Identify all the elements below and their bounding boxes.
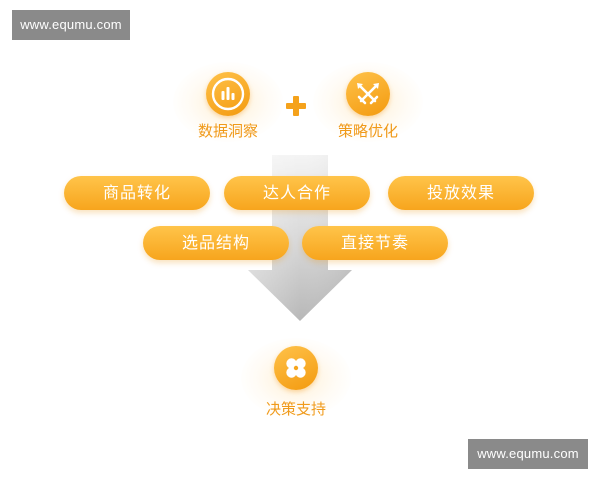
factor-pill-ad-performance: 投放效果 <box>388 176 534 210</box>
plus-icon <box>286 96 306 116</box>
strategy-optimization-label: 策略优化 <box>337 122 398 140</box>
factor-pill-product-conversion: 商品转化 <box>64 176 210 210</box>
factor-pill-influencer-cooperation: 达人合作 <box>224 176 370 210</box>
bar-chart-icon <box>206 72 250 116</box>
four-leaf-clover-icon <box>274 346 318 390</box>
factor-pill-product-selection: 选品结构 <box>143 226 289 260</box>
watermark-bottom: www.equmu.com <box>468 439 588 469</box>
crossed-swords-icon <box>346 72 390 116</box>
decision-support-label: 决策支持 <box>265 400 326 418</box>
data-insight-label: 数据洞察 <box>197 122 258 140</box>
factor-pill-rhythm: 直接节奏 <box>302 226 448 260</box>
watermark-top: www.equmu.com <box>12 10 130 40</box>
